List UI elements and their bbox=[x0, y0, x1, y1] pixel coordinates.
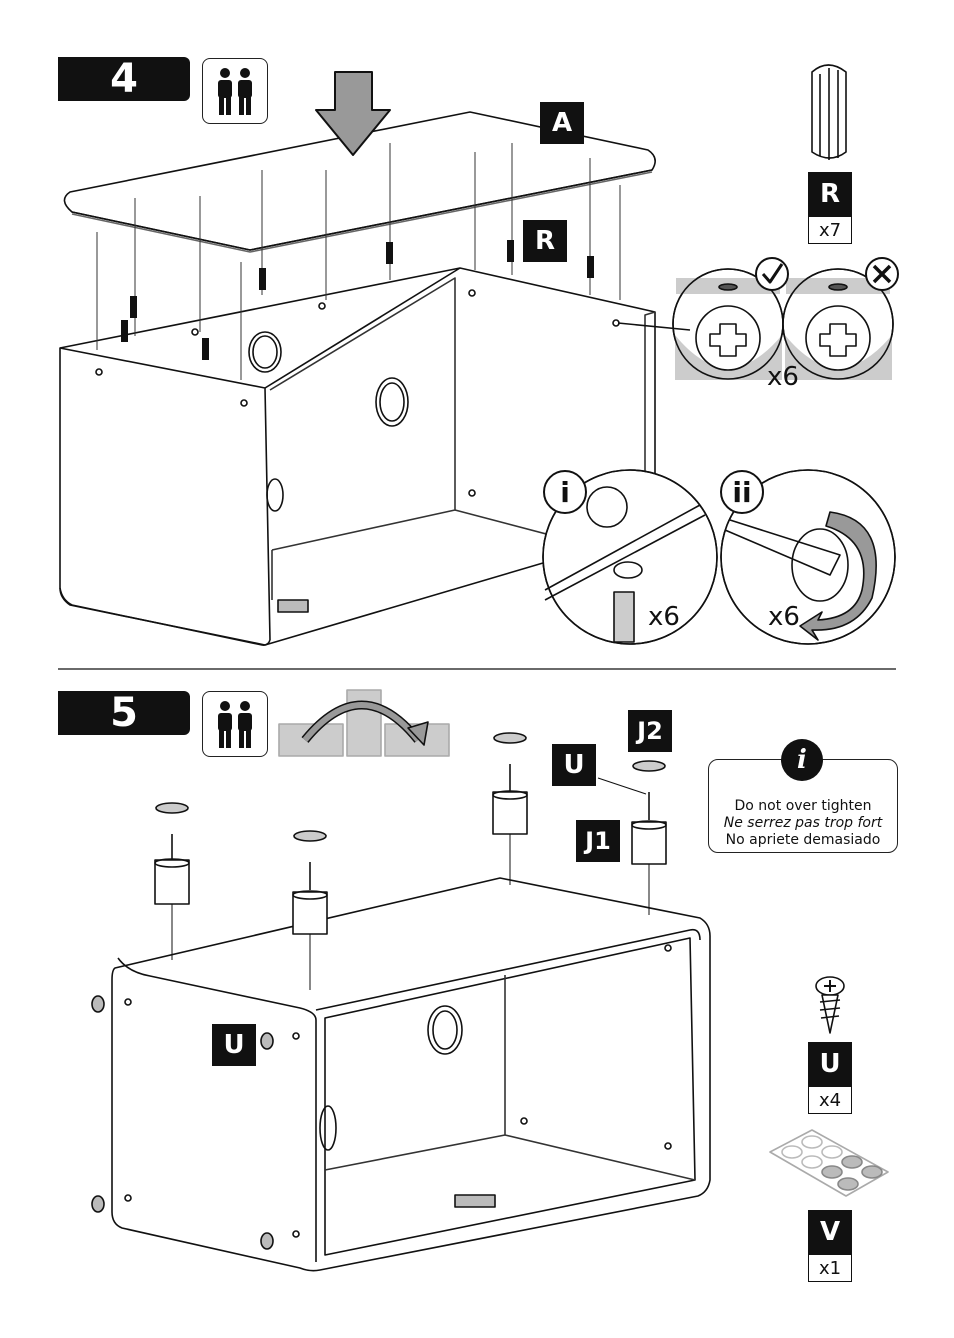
note-line-fr: Ne serrez pas trop fort bbox=[723, 815, 883, 831]
two-person-icon bbox=[202, 691, 268, 757]
step-5-badge: 5 bbox=[58, 690, 190, 736]
felt-pad-icon bbox=[769, 1129, 889, 1197]
tightening-note: Do not over tighten Ne serrez pas trop f… bbox=[708, 759, 898, 853]
cap-j2-label: J2 bbox=[628, 710, 672, 752]
cam-magnifier-correct bbox=[617, 268, 784, 380]
detail-ii-illustration bbox=[720, 469, 896, 645]
check-icon bbox=[755, 257, 789, 291]
note-line-en: Do not over tighten bbox=[734, 798, 872, 814]
foot-2 bbox=[292, 830, 328, 990]
part-r-label: R bbox=[808, 172, 852, 216]
part-u-qty: x4 bbox=[808, 1086, 852, 1114]
cabinet-body-step4 bbox=[59, 267, 656, 646]
dowel-icon bbox=[811, 64, 847, 160]
note-line-es: No apriete demasiado bbox=[725, 832, 881, 848]
part-u-label: U bbox=[808, 1042, 852, 1086]
foot-4 bbox=[597, 760, 667, 915]
screw-icon bbox=[815, 976, 845, 1034]
downward-arrow-icon bbox=[315, 71, 391, 156]
detail-i-label: i bbox=[543, 470, 587, 514]
detail-ii-qty: x6 bbox=[768, 602, 800, 632]
cabinet-body-step5 bbox=[111, 877, 711, 1272]
cam-qty: x6 bbox=[767, 362, 799, 392]
detail-ii-label: ii bbox=[720, 470, 764, 514]
flip-illustration bbox=[278, 689, 450, 757]
foot-j1-label: J1 bbox=[576, 820, 620, 862]
step-4-badge: 4 bbox=[58, 56, 190, 102]
screw-u-label-top: U bbox=[552, 744, 596, 786]
foot-1 bbox=[154, 802, 190, 960]
panel-a-label: A bbox=[540, 102, 584, 144]
two-person-icon bbox=[202, 58, 268, 124]
cross-icon bbox=[865, 257, 899, 291]
part-r-qty: x7 bbox=[808, 216, 852, 244]
info-icon: i bbox=[781, 739, 823, 781]
dowel-r-label: R bbox=[523, 220, 567, 262]
part-v-label: V bbox=[808, 1210, 852, 1254]
cam-magnifier-wrong bbox=[782, 268, 894, 380]
detail-i-qty: x6 bbox=[648, 602, 680, 632]
detail-i-illustration bbox=[542, 469, 718, 645]
screw-u-label-side: U bbox=[212, 1024, 256, 1066]
top-panel-a bbox=[63, 111, 656, 253]
part-v-qty: x1 bbox=[808, 1254, 852, 1282]
foot-3 bbox=[492, 732, 528, 885]
rotate-arrow-icon bbox=[799, 511, 877, 641]
